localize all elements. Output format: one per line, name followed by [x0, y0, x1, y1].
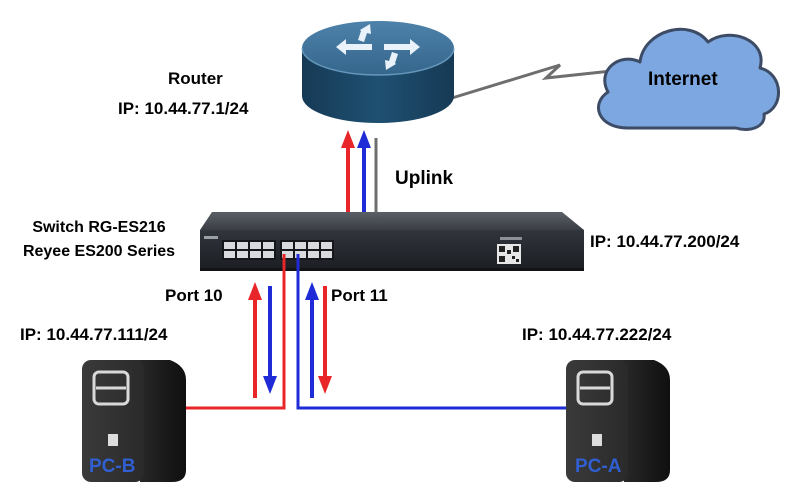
pc-b-icon — [82, 360, 186, 482]
port-10-label: Port 10 — [165, 286, 223, 305]
switch-brand-mark — [204, 236, 218, 239]
pc-a-label: PC-A — [575, 456, 622, 477]
pc-b-link — [186, 254, 286, 410]
internet-label: Internet — [648, 69, 718, 90]
switch-ports-group-1 — [222, 240, 276, 260]
uplink-label: Uplink — [395, 168, 454, 189]
switch-series-label: Reyee ES200 Series — [22, 243, 176, 260]
router-internet-link — [451, 63, 641, 100]
qr-code-icon — [497, 244, 521, 264]
switch-ip: IP: 10.44.77.200/24 — [590, 232, 740, 251]
pc-a-link — [296, 254, 570, 410]
pc-a-ip: IP: 10.44.77.222/24 — [522, 325, 672, 344]
pc-a-icon — [566, 360, 670, 482]
pc-b-label: PC-B — [89, 456, 136, 477]
pc-b-ip: IP: 10.44.77.111/24 — [20, 325, 168, 344]
port-11-label: Port 11 — [331, 286, 388, 305]
port-10-arrows — [248, 282, 277, 398]
router-ip: IP: 10.44.77.1/24 — [118, 99, 249, 118]
port-11-arrows — [305, 282, 332, 398]
router-label: Router — [168, 69, 223, 88]
switch-model-label: Switch RG-ES216 — [32, 219, 166, 236]
internet-cloud-icon — [597, 27, 780, 131]
switch-icon — [200, 212, 584, 271]
uplink-red-arrowhead — [341, 130, 355, 148]
switch-model-mark — [500, 237, 522, 240]
switch-ports-group-2 — [280, 240, 334, 260]
router-icon — [301, 21, 455, 123]
uplink-blue-arrowhead — [357, 130, 371, 148]
